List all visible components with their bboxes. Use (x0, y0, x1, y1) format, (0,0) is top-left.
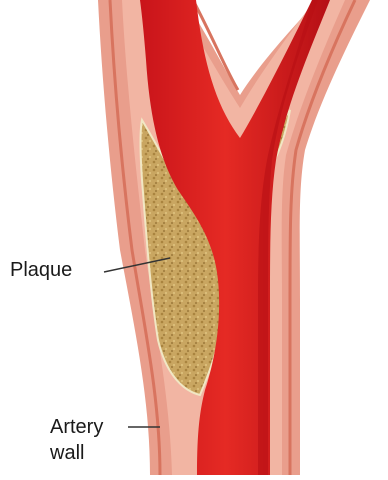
artery-wall-label-line1: Artery (50, 416, 103, 438)
artery-wall-label-line2: wall (50, 442, 84, 464)
plaque-label: Plaque (10, 259, 72, 281)
